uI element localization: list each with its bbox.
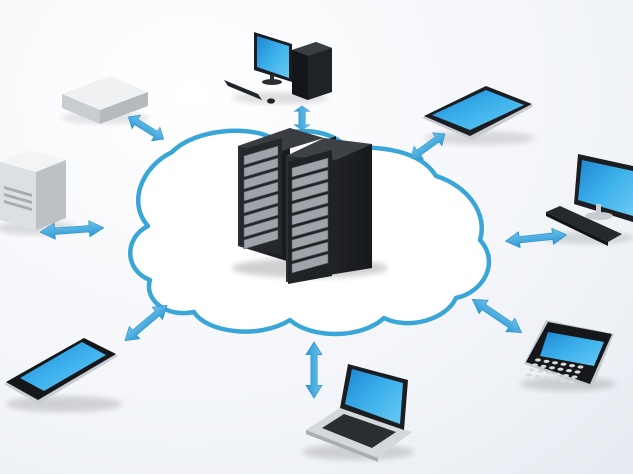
key — [543, 359, 550, 363]
key — [529, 368, 535, 372]
drive-slot — [291, 217, 329, 238]
drive-slot — [243, 229, 279, 250]
server-slots-left — [243, 145, 279, 250]
drive-slot — [291, 205, 329, 226]
monitor-icon — [542, 154, 633, 246]
key — [560, 362, 567, 366]
key — [554, 372, 561, 376]
server-slots-right — [291, 157, 329, 274]
key — [571, 375, 578, 379]
key — [537, 369, 544, 373]
key — [560, 379, 566, 383]
key — [557, 367, 564, 371]
key — [535, 358, 541, 362]
arrow-desktop-tower — [293, 105, 311, 131]
server-rack-icon — [232, 128, 388, 284]
drive-slot — [291, 241, 329, 262]
key — [551, 377, 558, 381]
smartphone-icon — [4, 338, 122, 412]
key — [546, 371, 552, 375]
key — [534, 374, 541, 378]
key — [568, 380, 575, 384]
drive-slot — [291, 193, 329, 214]
drive-slot — [291, 253, 329, 274]
key — [566, 369, 572, 373]
arrow-monitor-keyboard — [504, 226, 568, 250]
key — [569, 364, 575, 368]
key — [563, 374, 569, 378]
drive-slot — [243, 157, 279, 178]
drive-slot — [243, 205, 279, 226]
key — [540, 364, 547, 368]
drive-slot — [243, 181, 279, 202]
key — [552, 361, 558, 365]
drive-slot — [243, 193, 279, 214]
laptop-icon — [302, 364, 414, 462]
key — [574, 370, 581, 374]
drive-slot — [291, 181, 329, 202]
drive-slot — [291, 169, 329, 190]
network-appliance-icon — [62, 76, 150, 124]
drive-slot — [291, 229, 329, 250]
arrow-smartphone — [119, 298, 173, 348]
drive-slot — [243, 145, 279, 166]
key — [577, 365, 584, 369]
desktop-computer-icon — [224, 32, 332, 104]
tower-server-icon — [0, 150, 76, 235]
drive-slot — [291, 157, 329, 178]
phone-keypad — [526, 358, 584, 384]
drive-slot — [243, 217, 279, 238]
tablet-icon — [422, 86, 535, 145]
key — [532, 363, 538, 367]
key — [543, 376, 549, 380]
key — [526, 373, 532, 377]
drive-slot — [243, 169, 279, 190]
key — [549, 366, 555, 370]
arrow-laptop — [305, 341, 323, 399]
qwerty-phone-icon — [520, 320, 616, 391]
arrow-qwerty-phone — [467, 292, 527, 340]
